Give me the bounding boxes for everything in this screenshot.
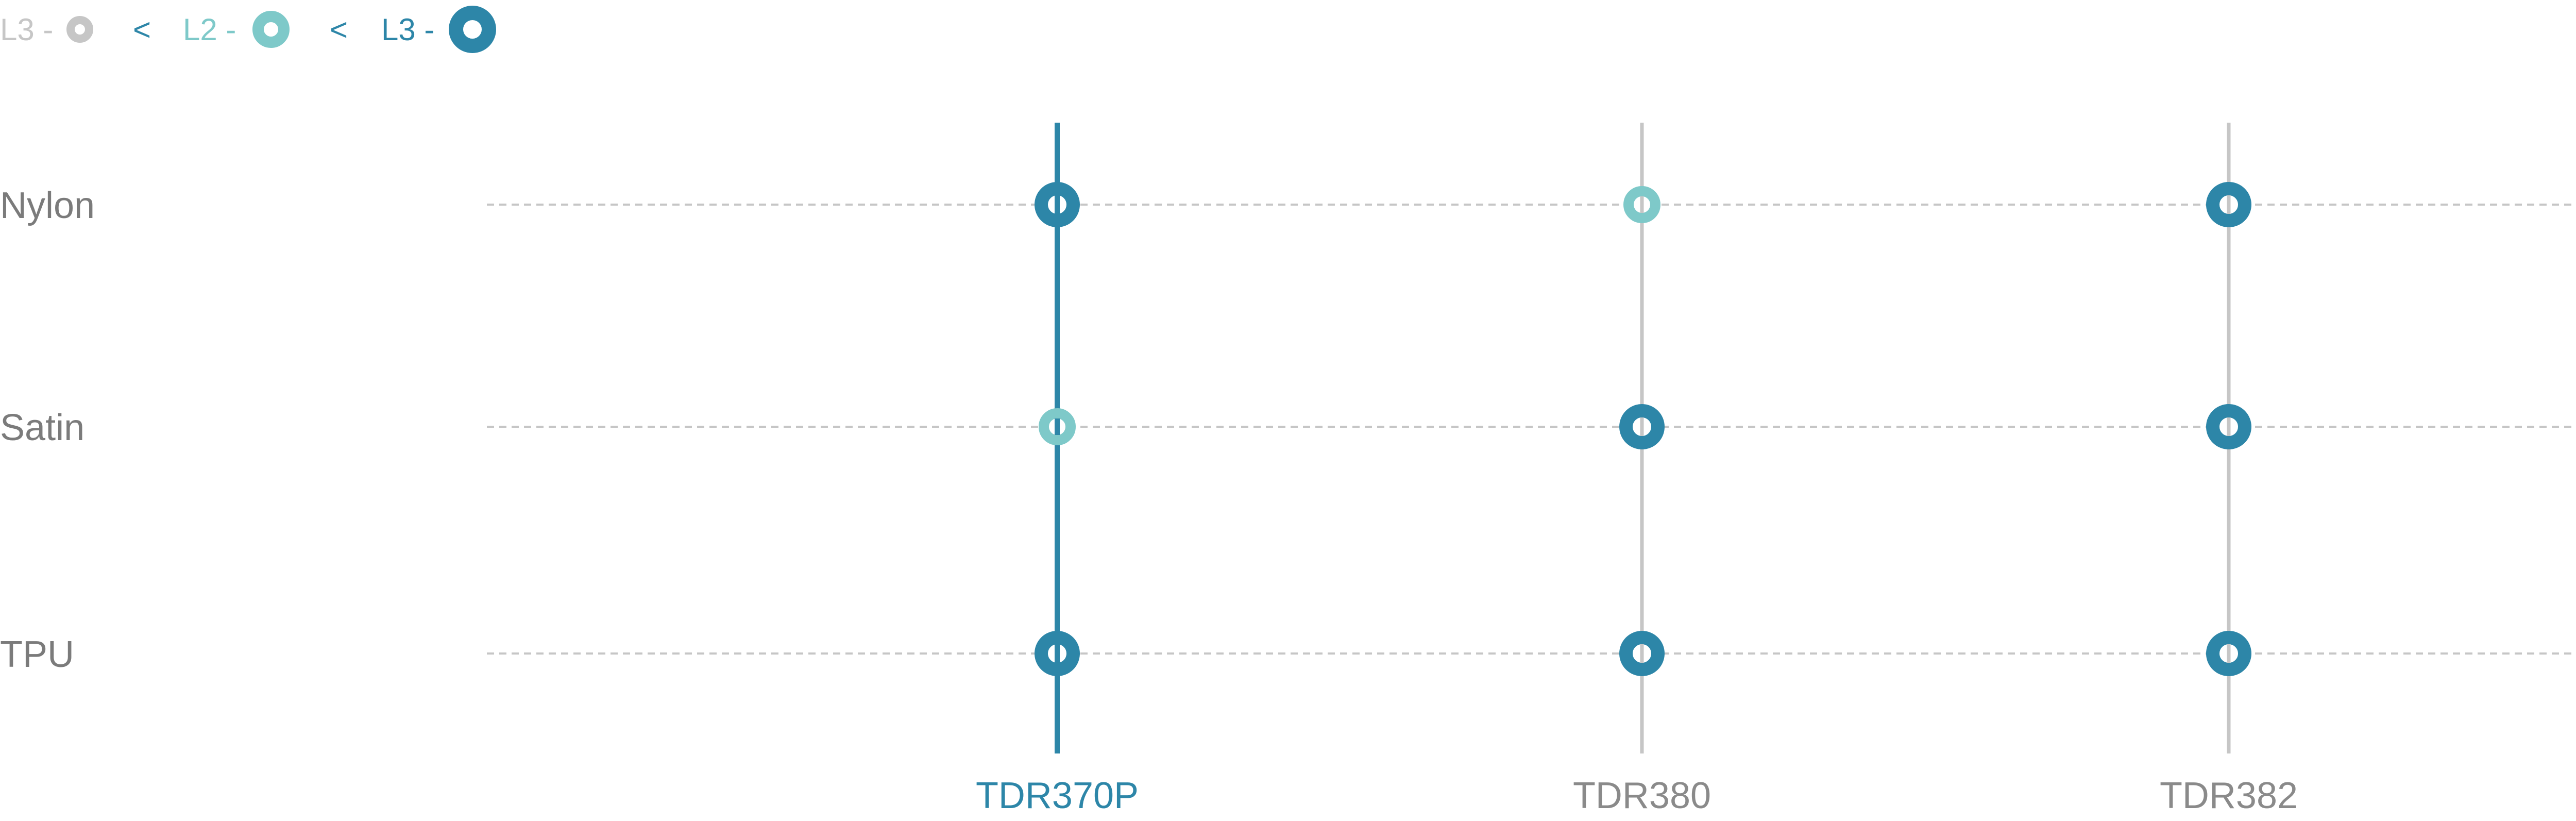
legend-marker-3: [449, 6, 496, 53]
marker-tpu-tdr382: [2206, 631, 2251, 676]
legend-label-1: L3 -: [0, 12, 53, 47]
marker-satin-tdr380: [1619, 404, 1665, 449]
row-label-2: Satin: [0, 407, 84, 448]
marker-tpu-tdr380: [1619, 631, 1665, 676]
row-label-3: TPU: [0, 634, 74, 675]
legend-marker-1: [66, 16, 93, 43]
legend-label-3: L3 -: [381, 12, 434, 47]
legend-separator-2: <: [330, 12, 348, 47]
row-label-1: Nylon: [0, 185, 95, 226]
level-markers: [1035, 182, 2251, 676]
marker-nylon-tdr380: [1623, 186, 1660, 223]
row-grid-lines: [487, 204, 2576, 655]
column-label-1: TDR370P: [976, 775, 1139, 816]
marker-nylon-tdr382: [2206, 182, 2251, 227]
column-label-3: TDR382: [2160, 775, 2298, 816]
column-labels: TDR370P TDR380 TDR382: [976, 775, 2298, 816]
marker-satin-tdr370p: [1039, 408, 1076, 445]
marker-satin-tdr382: [2206, 404, 2251, 449]
marker-tpu-tdr370p: [1035, 631, 1080, 676]
legend: L3 - < L2 - < L3 -: [0, 6, 496, 53]
legend-separator-1: <: [133, 12, 151, 47]
marker-nylon-tdr370p: [1035, 182, 1080, 227]
legend-marker-2: [252, 11, 290, 48]
column-label-2: TDR380: [1573, 775, 1711, 816]
legend-label-2: L2 -: [183, 12, 236, 47]
